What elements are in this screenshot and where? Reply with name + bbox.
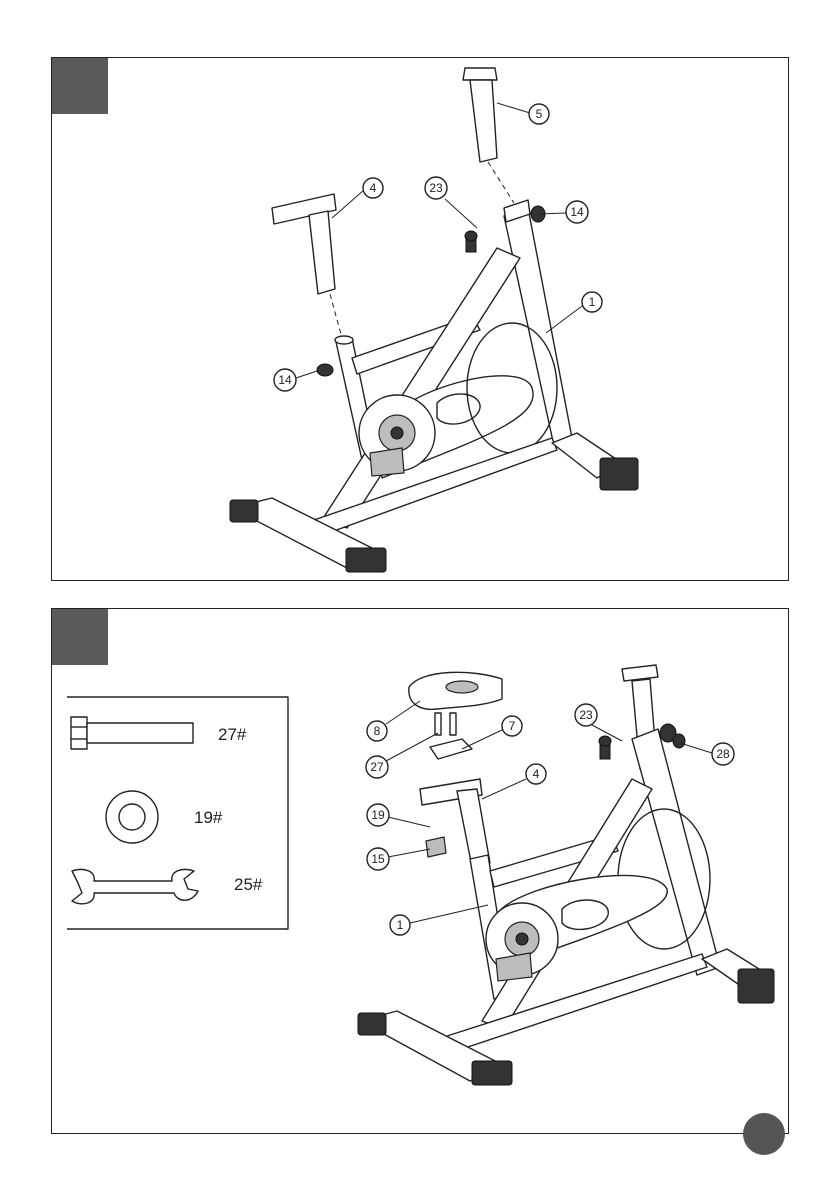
page-number-dot [743, 1113, 785, 1155]
bike-frame [358, 665, 774, 1085]
seat-post [272, 194, 342, 338]
callout-23: 23 [429, 181, 443, 195]
callout-19: 19 [371, 808, 385, 822]
callout-8: 8 [374, 724, 381, 738]
callout-5: 5 [536, 107, 543, 121]
callout-4: 4 [370, 181, 377, 195]
step-2-panel: 27# 19# 25# [51, 608, 789, 1134]
callout-15: 15 [371, 852, 385, 866]
bolt-label: 27# [218, 725, 247, 744]
hardware-box: 27# 19# 25# [67, 697, 288, 929]
step-2-diagram: 27# 19# 25# [52, 609, 788, 1133]
washer-icon [106, 791, 158, 843]
callout-4: 4 [533, 767, 540, 781]
washer-label: 19# [194, 808, 223, 827]
callout-1: 1 [589, 295, 596, 309]
callout-14-left: 14 [278, 373, 292, 387]
wrench-icon [72, 869, 198, 903]
callout-7: 7 [509, 719, 516, 733]
handlebar-post [463, 68, 514, 203]
bolt-icon [71, 717, 193, 749]
callout-23: 23 [579, 708, 593, 722]
callout-27: 27 [370, 760, 384, 774]
wrench-label: 25# [234, 875, 263, 894]
callout-28: 28 [716, 747, 730, 761]
step-1-panel: 5 4 23 14 1 14 [51, 57, 789, 581]
callout-14-right: 14 [570, 205, 584, 219]
step-1-diagram: 5 4 23 14 1 14 [52, 58, 788, 580]
callout-1: 1 [397, 918, 404, 932]
